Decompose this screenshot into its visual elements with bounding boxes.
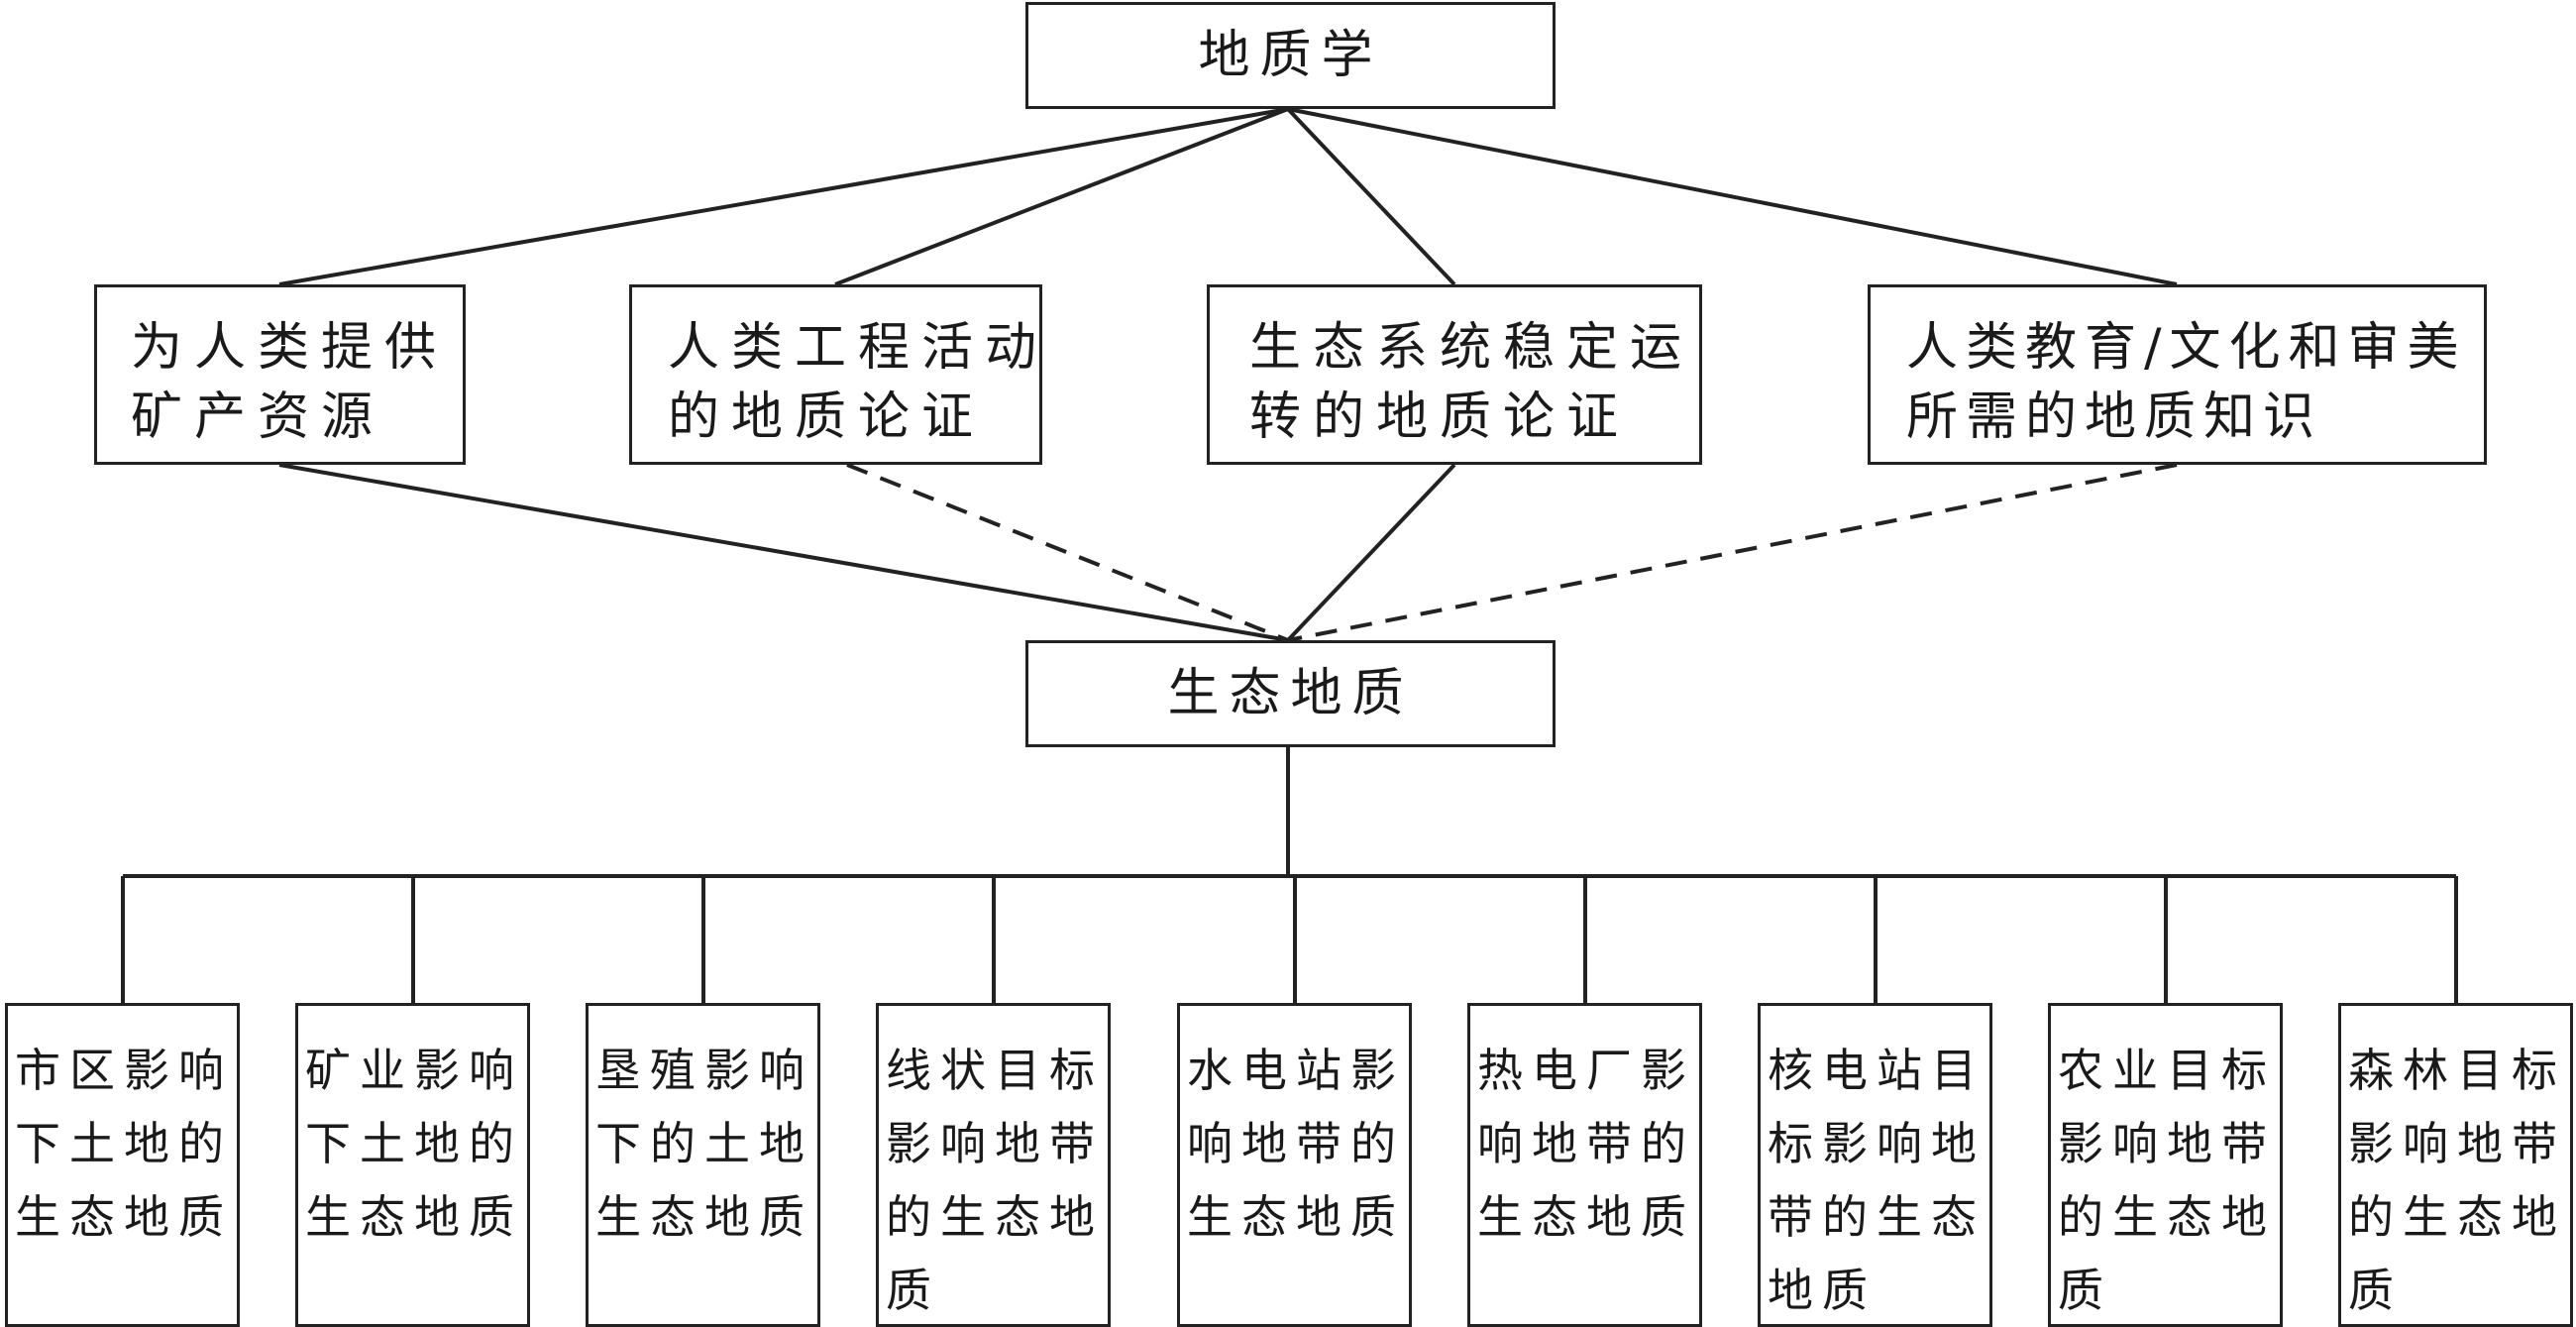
root-to-level1-connector-3 (1287, 107, 2178, 286)
node-line: 所需的地质知识 (1906, 387, 2323, 447)
leaf-mining: 矿业影响 下土地的 生态地质 (295, 1003, 530, 1327)
leaf-line: 生态地质 (15, 1190, 233, 1244)
leaf-line: 响地带的 (1477, 1117, 1695, 1170)
leaf-line: 标影响地 (1768, 1117, 1986, 1170)
level1-to-center-connector-0 (278, 463, 1289, 642)
level1-to-center-connector-3 (1287, 463, 2178, 642)
leaf-line: 核电站目 (1768, 1044, 1986, 1097)
node-line: 为人类提供 (131, 318, 449, 378)
leaf-line: 质 (886, 1264, 940, 1317)
center-label: 生态地质 (1167, 664, 1414, 723)
leaf-line: 森林目标 (2348, 1044, 2566, 1097)
leaf-agriculture: 农业目标 影响地带 的生态地 质 (2048, 1003, 2283, 1327)
leaf-line: 垦殖影响 (595, 1044, 813, 1097)
node-line: 转的地质论证 (1249, 387, 1631, 447)
leaf-line: 的生态地 (2348, 1190, 2566, 1244)
leaf-urban: 市区影响 下土地的 生态地质 (5, 1003, 240, 1327)
leaf-linear-target: 线状目标 影响地带 的生态地 质 (876, 1003, 1111, 1327)
node-engineering-geology: 人类工程活动 的地质论证 (629, 284, 1042, 465)
node-line: 矿产资源 (131, 387, 385, 447)
root-to-level1-connector-1 (834, 107, 1289, 286)
leaf-nuclear-power: 核电站目 标影响地 带的生态 地质 (1758, 1003, 1992, 1327)
leaf-line: 地质 (1768, 1264, 1877, 1317)
leaf-line: 水电站影 (1187, 1044, 1405, 1097)
leaf-line: 的生态地 (2058, 1190, 2276, 1244)
root-to-level1-connector-2 (1286, 107, 1456, 286)
leaf-line: 生态地质 (305, 1190, 523, 1244)
node-line: 生态系统稳定运 (1249, 318, 1694, 378)
leaf-line: 质 (2058, 1264, 2112, 1317)
node-ecosystem-stability: 生态系统稳定运 转的地质论证 (1207, 284, 1702, 465)
leaf-thermal-power: 热电厂影 响地带的 生态地质 (1467, 1003, 1702, 1327)
root-node: 地质学 (1025, 2, 1556, 109)
node-line: 人类工程活动 (668, 318, 1049, 378)
leaf-line: 农业目标 (2058, 1044, 2276, 1097)
leaf-line: 影响地带 (886, 1117, 1104, 1170)
leaf-line: 下的土地 (595, 1117, 813, 1170)
leaf-line: 热电厂影 (1477, 1044, 1695, 1097)
leaf-line: 生态地质 (595, 1190, 813, 1244)
leaf-line: 下土地的 (305, 1117, 523, 1170)
leaf-hydropower: 水电站影 响地带的 生态地质 (1177, 1003, 1412, 1327)
leaf-forest: 森林目标 影响地带 的生态地 质 (2338, 1003, 2573, 1327)
leaf-line: 质 (2348, 1264, 2403, 1317)
level1-to-center-connector-2 (1286, 463, 1456, 642)
leaf-cultivation: 垦殖影响 下的土地 生态地质 (586, 1003, 820, 1327)
center-node: 生态地质 (1025, 640, 1556, 747)
leaf-line: 线状目标 (886, 1044, 1104, 1097)
level1-to-center-connector-1 (846, 463, 1289, 642)
leaf-line: 生态地质 (1187, 1190, 1405, 1244)
leaf-line: 下土地的 (15, 1117, 233, 1170)
leaf-line: 矿业影响 (305, 1044, 523, 1097)
leaf-line: 影响地带 (2058, 1117, 2276, 1170)
leaf-line: 的生态地 (886, 1190, 1104, 1244)
node-education-culture: 人类教育/文化和审美 所需的地质知识 (1868, 284, 2487, 465)
leaf-line: 市区影响 (15, 1044, 233, 1097)
leaf-line: 生态地质 (1477, 1190, 1695, 1244)
node-line: 的地质论证 (668, 387, 986, 447)
leaf-line: 带的生态 (1768, 1190, 1986, 1244)
root-label: 地质学 (1198, 26, 1383, 85)
leaf-line: 响地带的 (1187, 1117, 1405, 1170)
leaf-line: 影响地带 (2348, 1117, 2566, 1170)
root-to-level1-connector-0 (278, 107, 1289, 286)
node-mineral-resources: 为人类提供 矿产资源 (94, 284, 466, 465)
node-line: 人类教育/文化和审美 (1906, 318, 2467, 378)
